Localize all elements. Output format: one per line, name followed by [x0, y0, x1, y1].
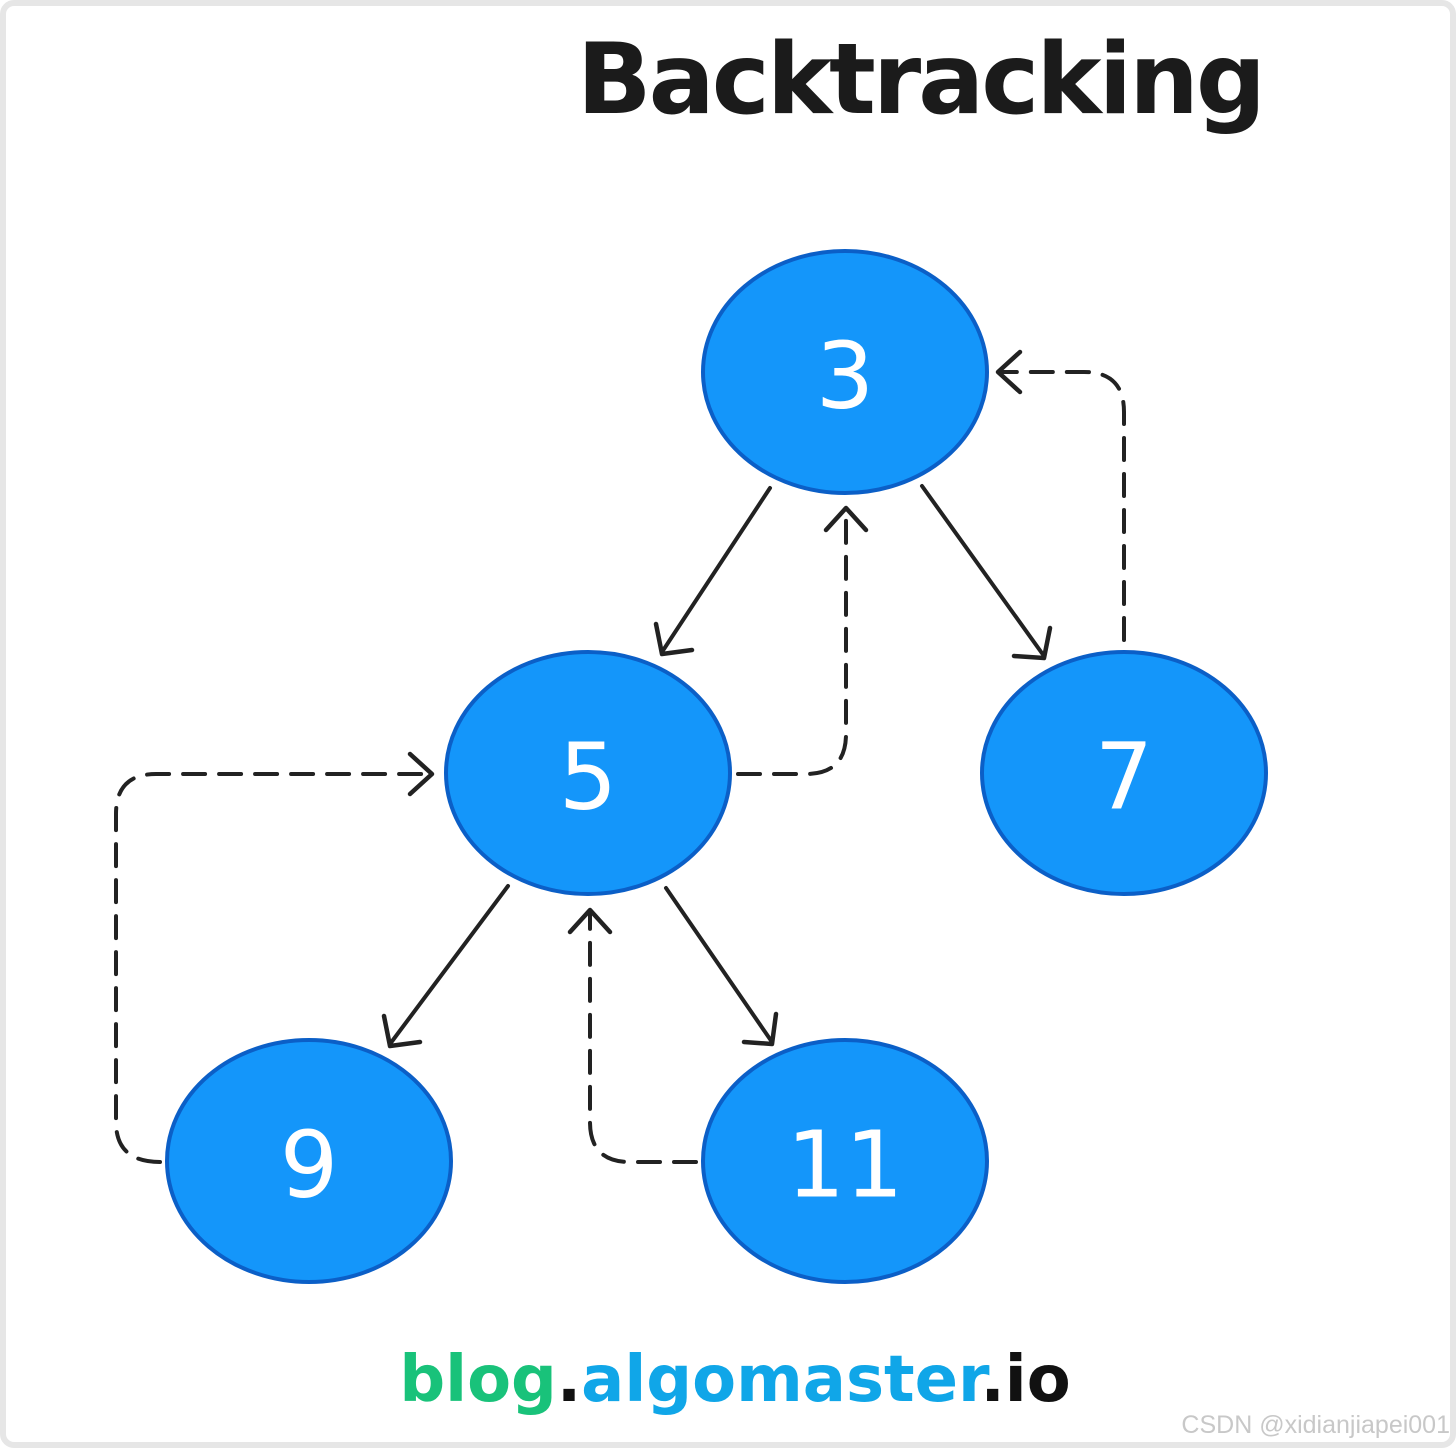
- node-9-label: 9: [280, 1112, 339, 1219]
- node-11-label: 11: [786, 1112, 903, 1219]
- solid-edge-3-5: [653, 486, 772, 657]
- node-5: 5: [444, 650, 732, 896]
- node-3-label: 3: [816, 323, 875, 430]
- footer-algomaster: algomaster: [581, 1343, 981, 1417]
- node-7: 7: [980, 650, 1268, 896]
- node-9: 9: [165, 1038, 453, 1284]
- node-5-label: 5: [559, 724, 618, 831]
- dashed-edge-5-3: [736, 505, 869, 776]
- footer-dot-1: .: [556, 1343, 582, 1417]
- footer-brand: blog.algomaster.io: [0, 1342, 1456, 1419]
- diagram-title: Backtracking: [576, 23, 1266, 137]
- solid-edge-3-7: [920, 484, 1053, 661]
- dashed-edge-7-3: [995, 349, 1126, 642]
- node-7-label: 7: [1095, 724, 1154, 831]
- solid-edge-5-11: [664, 886, 779, 1047]
- dashed-edge-11-5: [567, 907, 698, 1164]
- footer-io: io: [1004, 1343, 1071, 1417]
- watermark: CSDN @xidianjiapei001: [1181, 1411, 1450, 1439]
- node-11: 11: [701, 1038, 989, 1284]
- footer-dot-2: .: [980, 1343, 1005, 1417]
- node-3: 3: [701, 249, 989, 495]
- dashed-edge-9-5: [114, 751, 435, 1164]
- solid-edge-5-9: [381, 884, 510, 1049]
- footer-blog: blog: [399, 1343, 557, 1417]
